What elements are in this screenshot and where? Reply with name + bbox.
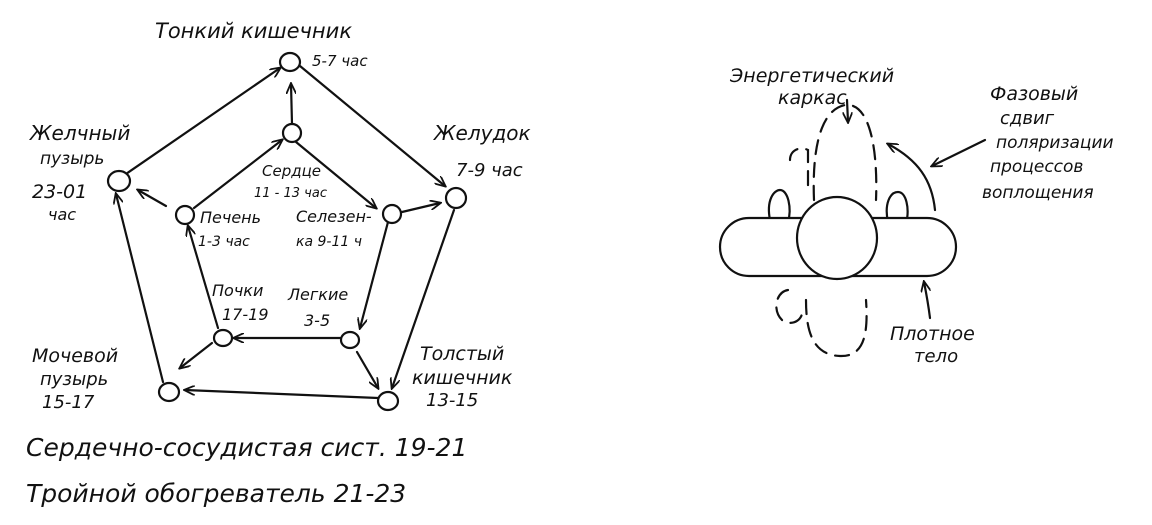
center-core — [795, 195, 879, 281]
label-bladder-line1: Мочевой — [32, 345, 118, 367]
phase-shift-pointer — [932, 138, 987, 166]
label-spleen-line1: Селезен- — [296, 207, 372, 226]
label-phase-shift-line2: сдвиг — [1000, 108, 1055, 129]
dense-body-pointer — [924, 282, 932, 320]
label-large-intestine-line2: кишечник — [412, 367, 513, 389]
outer-cycle — [116, 64, 456, 400]
label-energy-frame-line1: Энергетический — [729, 65, 894, 87]
node-lungs — [339, 330, 361, 350]
edge-bladder-to-gallbladder — [116, 194, 165, 384]
label-liver: Печень — [200, 208, 261, 227]
time-heart: 11 - 13 час — [254, 186, 327, 201]
label-phase-shift-line5: воплощения — [982, 183, 1094, 203]
cross-connections — [138, 84, 440, 388]
time-bladder: 15-17 — [42, 392, 95, 413]
edge-heart-to-spleen — [294, 140, 376, 208]
time-stomach: 7-9 час — [456, 160, 523, 181]
label-gallbladder-line2: пузырь — [40, 149, 104, 169]
energy-frame-pointer — [847, 98, 848, 122]
energy-frame-top — [812, 103, 878, 202]
energy-frame-bottom — [804, 298, 868, 358]
nodes — [106, 51, 468, 412]
time-large-intestine: 13-15 — [426, 390, 478, 411]
time-lungs: 3-5 — [304, 311, 330, 330]
label-dense-body-line1: Плотное — [890, 323, 975, 345]
label-kidneys: Почки — [212, 281, 263, 300]
label-phase-shift-line3: поляризации — [996, 133, 1114, 153]
label-heart: Сердце — [262, 162, 321, 180]
label-small-intestine: Тонкий кишечник — [155, 19, 352, 43]
node-large-intestine — [376, 390, 400, 412]
node-bladder — [157, 381, 181, 403]
footer-cardio: Сердечно-сосудистая сист. 19-21 — [26, 433, 467, 462]
edge-kidneys-to-bladder — [180, 341, 214, 368]
edge-liver-to-gallbladder — [138, 190, 168, 208]
node-gallbladder — [106, 169, 132, 193]
energy-frame-left-lower — [775, 288, 804, 324]
edge-large-intestine-to-bladder — [185, 390, 380, 400]
phase-shift-curve-arrow — [888, 144, 937, 212]
inner-cycle — [188, 140, 390, 338]
edge-heart-to-small-intestine — [291, 84, 292, 126]
node-liver — [174, 204, 196, 226]
label-lungs: Легкие — [287, 285, 348, 304]
edge-gallbladder-to-small-intestine — [121, 68, 280, 178]
body-figure — [718, 98, 987, 358]
node-spleen — [381, 203, 403, 225]
node-small-intestine — [278, 51, 302, 73]
time-liver: 1-3 час — [198, 234, 250, 250]
label-large-intestine-line1: Толстый — [420, 343, 504, 365]
label-dense-body-line2: тело — [914, 346, 958, 367]
energy-frame-left-upper — [788, 147, 810, 192]
label-gallbladder-line1: Желчный — [28, 121, 130, 145]
edge-lungs-to-large-intestine — [355, 350, 378, 388]
upper-left-lobe — [767, 188, 791, 224]
edge-stomach-to-large-intestine — [392, 208, 456, 388]
edge-kidneys-to-liver — [188, 226, 220, 330]
edge-small-intestine-to-stomach — [298, 64, 445, 186]
footer-triple-heater: Тройной обогреватель 21-23 — [26, 479, 406, 508]
time-kidneys: 17-19 — [222, 305, 269, 324]
upper-right-lobe — [885, 190, 909, 226]
label-bladder-line2: пузырь — [40, 369, 108, 390]
label-spleen-line2: ка 9-11 ч — [296, 234, 362, 250]
edge-liver-to-heart — [192, 140, 282, 210]
node-stomach — [444, 186, 468, 210]
label-phase-shift-line4: процессов — [990, 157, 1083, 177]
time-small-intestine: 5-7 час — [312, 52, 368, 70]
label-phase-shift-line1: Фазовый — [990, 83, 1078, 105]
label-stomach: Желудок — [432, 121, 531, 145]
edge-spleen-to-stomach — [400, 203, 440, 214]
edge-spleen-to-lungs — [360, 220, 390, 328]
node-kidneys — [212, 328, 234, 348]
unit-gallbladder: час — [48, 205, 76, 224]
node-heart — [281, 122, 303, 144]
label-energy-frame-line2: каркас — [778, 87, 847, 109]
time-gallbladder: 23-01 — [32, 181, 87, 203]
